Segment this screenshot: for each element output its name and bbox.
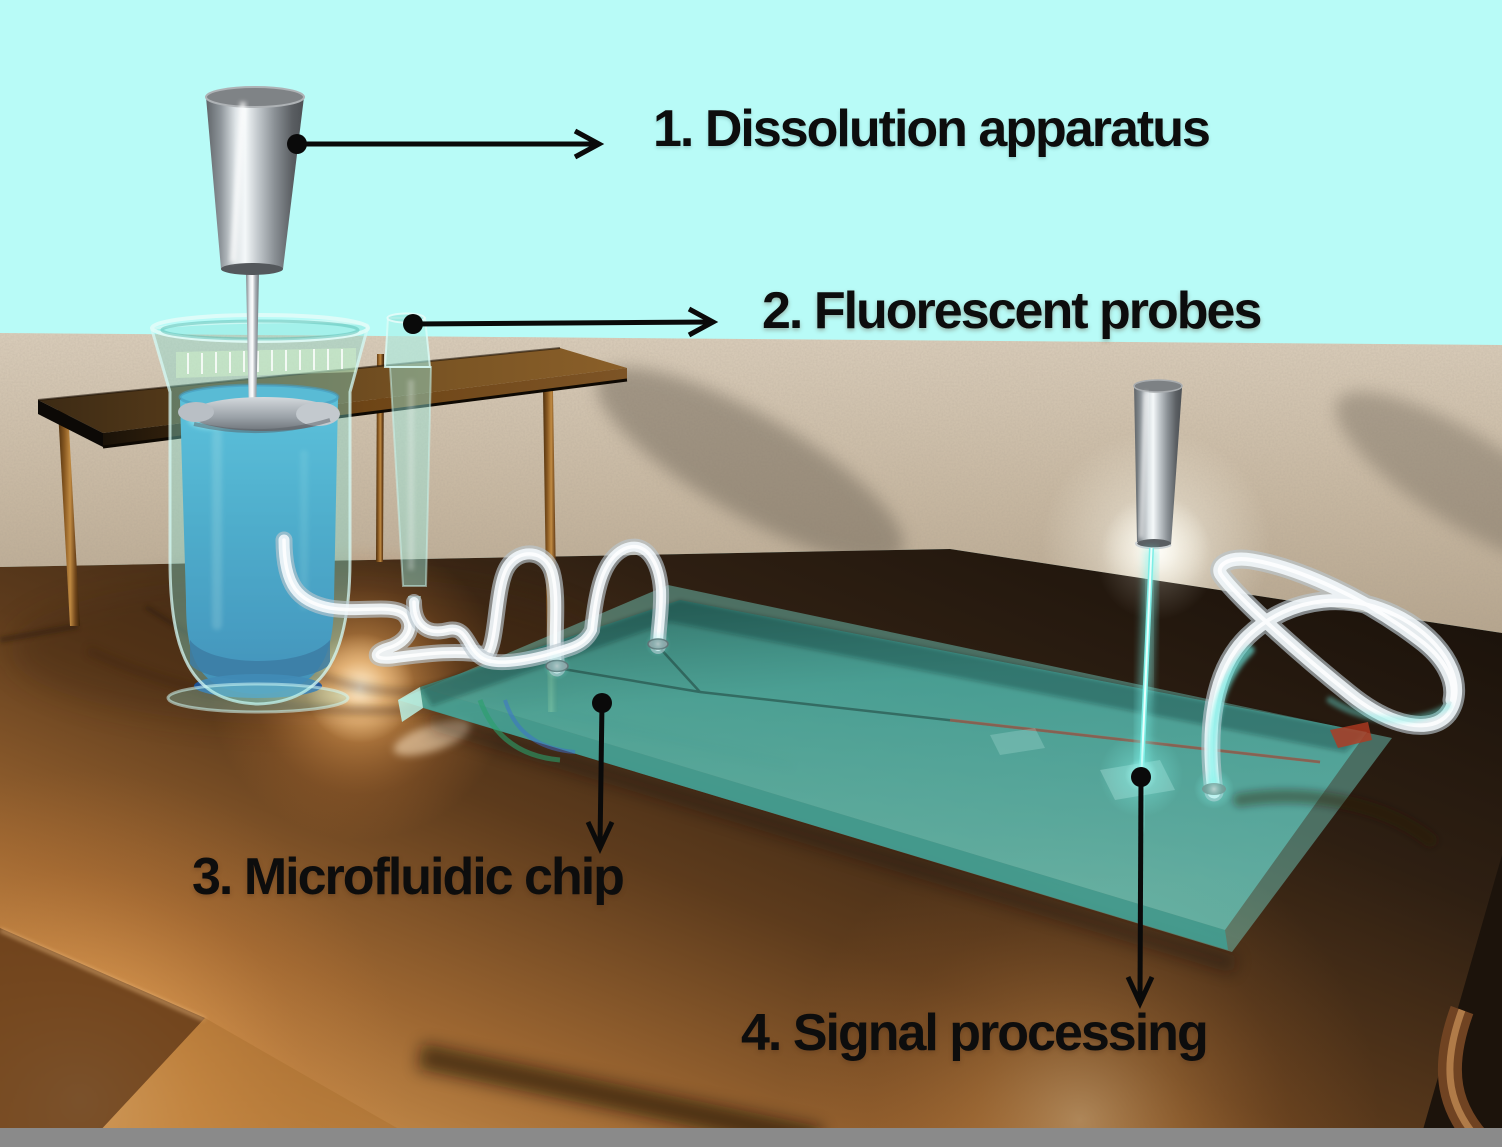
- label-dissolution-apparatus: 1. Dissolution apparatus: [653, 100, 1211, 158]
- annotation-arrow-3: [585, 693, 615, 854]
- graduation-ticks: [187, 349, 343, 374]
- beaker-glass: [150, 320, 370, 706]
- stirrer-paddle: [190, 397, 338, 431]
- corner-shadow-on-sand: [1335, 391, 1502, 569]
- microfluidic-chip: [398, 585, 1392, 974]
- dissolution-beaker: [150, 313, 370, 714]
- beaker-rim: [150, 313, 370, 343]
- tube-from-vial: [406, 538, 670, 671]
- edge-streak-shadow: [417, 1043, 823, 1147]
- stand-shadow-on-sand: [596, 367, 904, 563]
- stirrer-shaft: [246, 272, 259, 418]
- chip-top-face: [420, 600, 1367, 930]
- stirrer-motor: [205, 86, 305, 275]
- stirrer-assembly: [178, 269, 340, 434]
- label-microfluidic-chip: 3. Microfluidic chip: [192, 848, 625, 906]
- transfer-tubing: [275, 531, 671, 680]
- graduation-band: [176, 348, 356, 378]
- footer-bar: [0, 1128, 1502, 1147]
- label-fluorescent-probes: 2. Fluorescent probes: [762, 282, 1262, 340]
- stand-leg: [58, 410, 80, 626]
- annotation-arrow-2: [403, 306, 719, 338]
- label-signal-processing: 4. Signal processing: [741, 1004, 1209, 1062]
- chip-red-refraction: [1330, 722, 1372, 748]
- tube-from-beaker: [275, 531, 566, 677]
- outlet-tubing-loop: [1194, 549, 1466, 847]
- annotation-arrow-4: [1125, 767, 1155, 1009]
- chip-front-face: [420, 687, 1228, 950]
- annotation-arrow-1: [287, 128, 605, 160]
- table-front-facet-dark: [0, 928, 205, 1147]
